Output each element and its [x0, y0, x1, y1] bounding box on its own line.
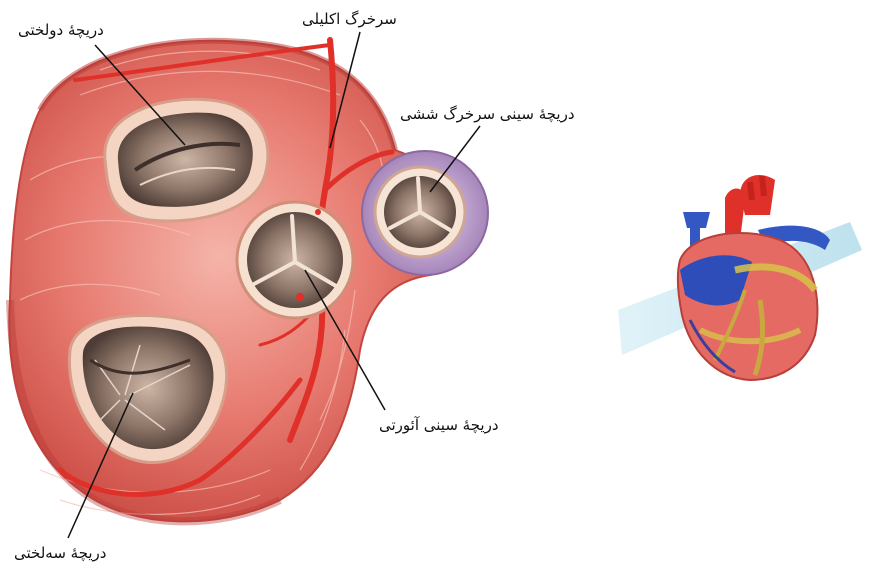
label-coronary-artery: سرخرگ اکلیلی: [302, 12, 397, 27]
label-pulmonary-valve: دریچهٔ سینی سرخرگ ششی: [400, 107, 575, 122]
heart-overview-illustration: [618, 175, 862, 380]
label-aortic-valve: دریچهٔ سینی آئورتی: [379, 418, 499, 433]
mitral-valve: [105, 99, 268, 221]
pulmonary-valve: [375, 167, 465, 257]
label-mitral-valve: دریچهٔ دولختی: [18, 23, 104, 38]
label-tricuspid-valve: دریچهٔ سه‌لختی: [14, 546, 106, 561]
aortic-valve: [237, 202, 353, 318]
